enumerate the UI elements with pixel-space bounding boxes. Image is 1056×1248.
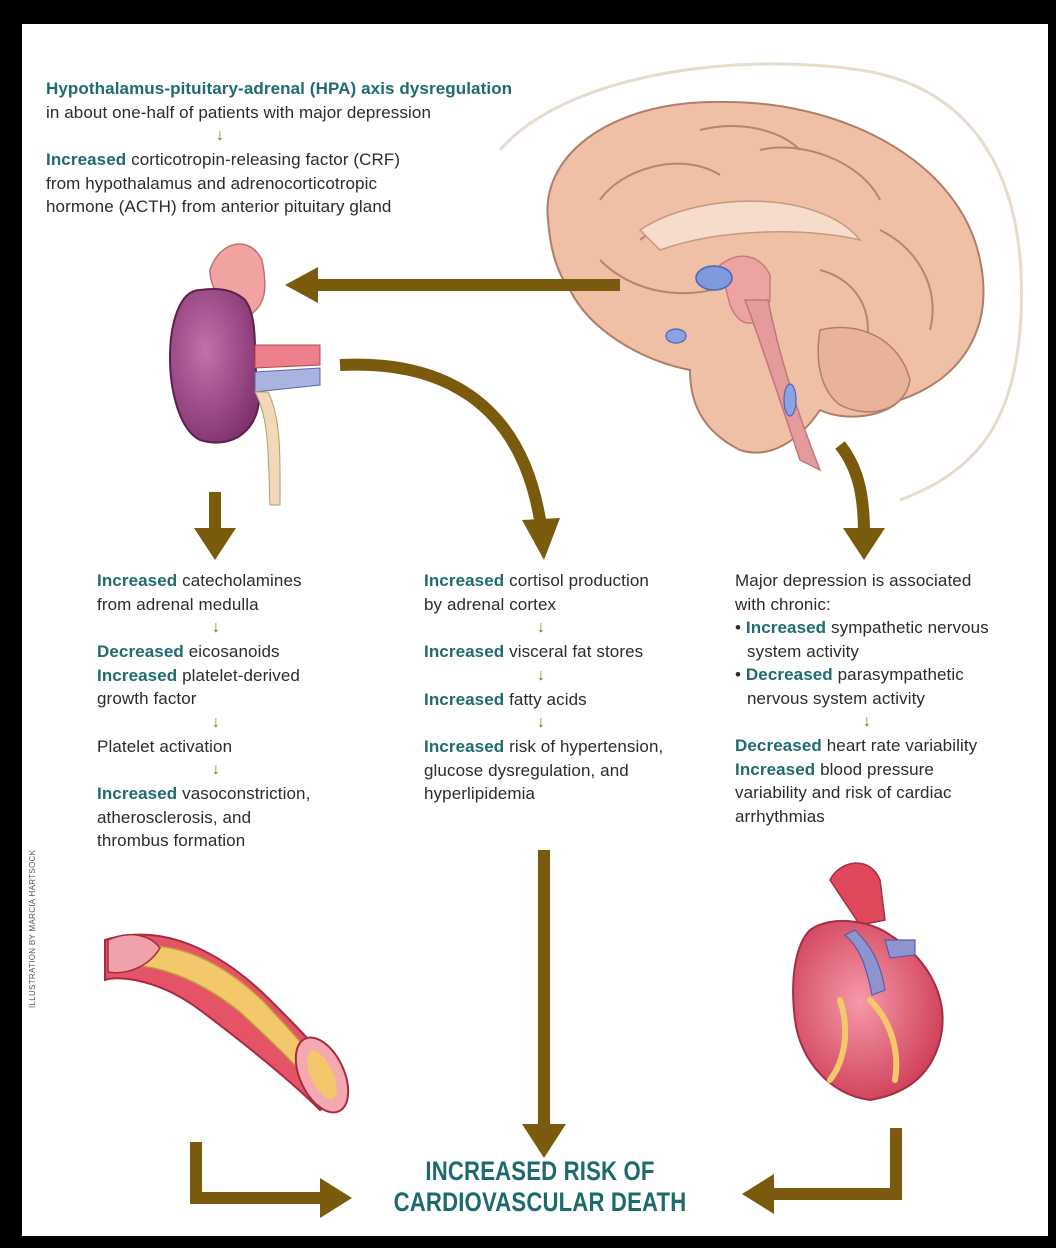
- down-arrow-glyph: ↓: [212, 616, 387, 640]
- arrow-artery-to-outcome: [196, 1142, 325, 1198]
- keyword-increased: Increased: [97, 666, 177, 685]
- down-arrow-glyph: ↓: [537, 616, 714, 640]
- keyword-decreased: Decreased: [746, 665, 833, 684]
- visceral-fat-text: visceral fat stores: [504, 642, 643, 661]
- keyword-increased: Increased: [746, 618, 826, 637]
- blood-pressure-text: blood pressure: [815, 760, 934, 779]
- down-arrow-glyph: ↓: [863, 710, 1040, 734]
- catecholamines-text: catecholamines: [177, 571, 301, 590]
- bullet-glyph: •: [735, 665, 741, 684]
- heart-illustration: [793, 863, 942, 1100]
- platelet-activation-text: Platelet activation: [97, 735, 387, 759]
- crf-text-line3: hormone (ACTH) from anterior pituitary g…: [46, 195, 566, 219]
- arrow-kidney-to-cortisol: [340, 365, 540, 520]
- blood-pressure-text-line2: variability and risk of cardiac: [735, 781, 1040, 805]
- eicosanoids-text: eicosanoids: [184, 642, 280, 661]
- cortisol-text-line2: by adrenal cortex: [424, 593, 714, 617]
- down-arrow-glyph: ↓: [212, 758, 387, 782]
- hpa-title: Hypothalamus-pituitary-adrenal (HPA) axi…: [46, 79, 512, 98]
- hypertension-risk-text-line3: hyperlipidemia: [424, 782, 714, 806]
- catecholamines-text-line2: from adrenal medulla: [97, 593, 387, 617]
- keyword-increased: Increased: [424, 642, 504, 661]
- major-depression-text-line2: with chronic:: [735, 593, 1040, 617]
- outcome-label: INCREASED RISK OF CARDIOVASCULAR DEATH: [392, 1156, 687, 1218]
- blood-pressure-text-line3: arrhythmias: [735, 805, 1040, 829]
- fatty-acids-text: fatty acids: [504, 690, 586, 709]
- keyword-increased: Increased: [97, 784, 177, 803]
- keyword-increased: Increased: [424, 690, 504, 709]
- left-column: Increased catecholamines from adrenal me…: [97, 569, 387, 853]
- parasympathetic-text: parasympathetic: [833, 665, 964, 684]
- crf-text: corticotropin-releasing factor (CRF): [126, 150, 400, 169]
- vasoconstriction-text-line2: atherosclerosis, and: [97, 806, 387, 830]
- artery-illustration: [105, 935, 359, 1121]
- arrow-brain-to-right: [840, 445, 864, 535]
- keyword-decreased: Decreased: [97, 642, 184, 661]
- heart-rate-variability-text: heart rate variability: [822, 736, 977, 755]
- outcome-line1: INCREASED RISK OF: [392, 1156, 687, 1187]
- vasoconstriction-text-line3: thrombus formation: [97, 829, 387, 853]
- crf-text-line2: from hypothalamus and adrenocorticotropi…: [46, 172, 566, 196]
- vasoconstriction-text: vasoconstriction,: [177, 784, 310, 803]
- keyword-increased: Increased: [424, 737, 504, 756]
- platelet-factor-text-line2: growth factor: [97, 687, 387, 711]
- down-arrow-glyph: ↓: [212, 711, 387, 735]
- keyword-increased: Increased: [97, 571, 177, 590]
- bullet-glyph: •: [735, 618, 741, 637]
- outcome-line2: CARDIOVASCULAR DEATH: [392, 1187, 687, 1218]
- down-arrow-glyph: ↓: [216, 124, 566, 148]
- hpa-subtitle: in about one-half of patients with major…: [46, 101, 566, 125]
- hpa-intro-block: Hypothalamus-pituitary-adrenal (HPA) axi…: [46, 77, 566, 219]
- major-depression-text: Major depression is associated: [735, 569, 1040, 593]
- middle-column: Increased cortisol production by adrenal…: [424, 569, 714, 806]
- keyword-decreased: Decreased: [735, 736, 822, 755]
- illustration-credit: ILLUSTRATION BY MARCIA HARTSOCK: [28, 808, 37, 1008]
- arrow-heart-to-outcome: [770, 1128, 896, 1194]
- platelet-factor-text: platelet-derived: [177, 666, 300, 685]
- sympathetic-text: sympathetic nervous: [826, 618, 989, 637]
- down-arrow-glyph: ↓: [537, 664, 714, 688]
- hypertension-risk-text: risk of hypertension,: [504, 737, 663, 756]
- cortisol-text: cortisol production: [504, 571, 649, 590]
- sympathetic-text-line2: system activity: [735, 640, 1040, 664]
- down-arrow-glyph: ↓: [537, 711, 714, 735]
- keyword-increased: Increased: [735, 760, 815, 779]
- right-column: Major depression is associated with chro…: [735, 569, 1040, 828]
- parasympathetic-text-line2: nervous system activity: [735, 687, 1040, 711]
- hypertension-risk-text-line2: glucose dysregulation, and: [424, 759, 714, 783]
- keyword-increased: Increased: [424, 571, 504, 590]
- keyword-increased: Increased: [46, 150, 126, 169]
